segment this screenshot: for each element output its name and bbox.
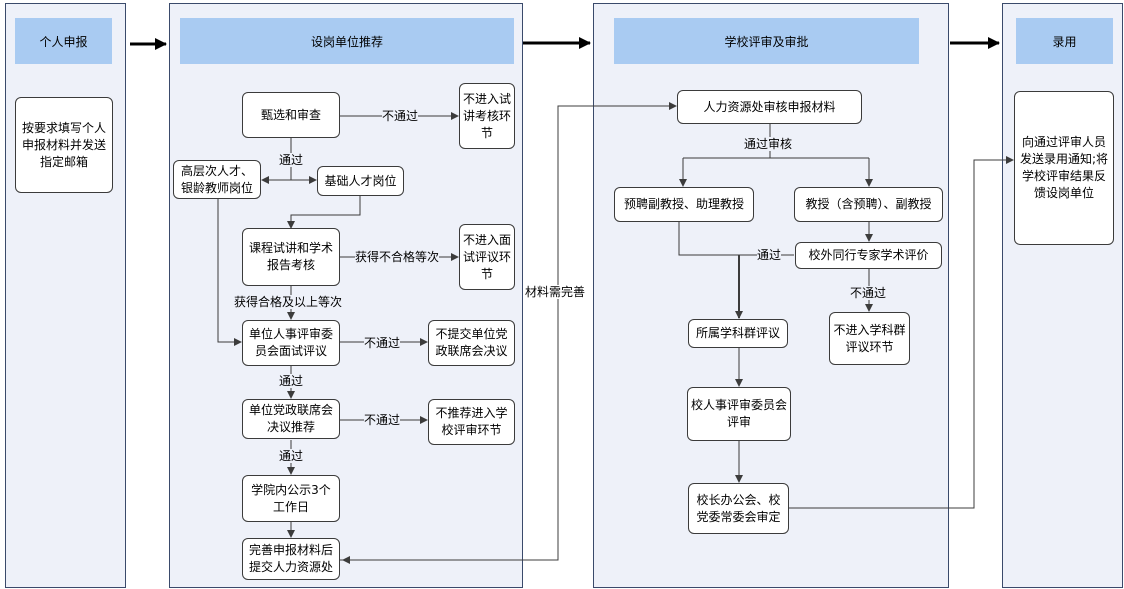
label-pass-party: 通过: [279, 449, 304, 463]
node-submit: 完善申报材料后提交人力资源处: [242, 538, 340, 580]
node-prof: 教授（含预聘）、副教授: [794, 187, 943, 222]
label-fail-unit: 不通过: [364, 336, 401, 350]
node-reject-discipline: 不进入学科群评议环节: [829, 312, 910, 365]
label-grade-pass: 获得合格及以上等次: [234, 295, 343, 309]
node-discipline-group: 所属学科群评议: [688, 319, 788, 348]
node-basic: 基础人才岗位: [317, 166, 404, 196]
label-fail-party: 不通过: [364, 413, 401, 427]
node-publicity: 学院内公示3个工作日: [242, 475, 340, 522]
label-fail-external: 不通过: [850, 286, 887, 300]
edge-pre-join: [678, 222, 794, 256]
node-school-committee: 校人事评审委员会评审: [687, 387, 791, 441]
edge-high-unit: [217, 198, 242, 346]
node-pre-assoc: 预聘副教授、助理教授: [614, 187, 754, 222]
label-pass-external: 通过: [757, 248, 782, 262]
lane-header-school: 学校评审及审批: [614, 18, 919, 64]
lane-header-personal: 个人申报: [15, 18, 112, 64]
label-grade-fail: 获得不合格等次: [355, 250, 440, 264]
node-party-joint: 单位党政联席会决议推荐: [242, 399, 340, 439]
edge-basic-lecture: [287, 196, 361, 229]
lane-header-unit: 设岗单位推荐: [180, 18, 514, 64]
node-no-school-review: 不推荐进入学校评审环节: [428, 399, 515, 445]
lane-header-hire: 录用: [1016, 18, 1113, 64]
node-screen: 甄选和审查: [242, 92, 340, 138]
node-unit-committee: 单位人事评审委员会面试评议: [242, 320, 340, 366]
node-no-party-resolution: 不提交单位党政联席会决议: [428, 320, 515, 366]
label-pass-screen: 通过: [279, 153, 304, 167]
node-president-office: 校长办公会、校党委常委会审定: [688, 483, 789, 534]
label-need-improve: 材料需完善: [525, 285, 586, 299]
node-high-level: 高层次人才、银龄教师岗位: [173, 160, 261, 199]
edge-president-notify: [789, 156, 1014, 509]
node-lecture: 课程试讲和学术报告考核: [242, 228, 340, 286]
node-reject-trial: 不进入试讲考核环节: [459, 83, 515, 149]
node-reject-interview: 不进入面试评议环节: [459, 224, 515, 290]
node-apply: 按要求填写个人申报材料并发送指定邮箱: [15, 97, 113, 193]
node-notify: 向通过评审人员发送录用通知;将学校评审结果反馈设岗单位: [1014, 91, 1114, 245]
node-external-review: 校外同行专家学术评价: [795, 242, 942, 269]
node-hr-review: 人力资源处审核申报材料: [677, 90, 862, 124]
label-pass-hr: 通过审核: [744, 137, 793, 151]
label-fail-screen: 不通过: [382, 109, 419, 123]
label-pass-unit: 通过: [279, 374, 304, 388]
